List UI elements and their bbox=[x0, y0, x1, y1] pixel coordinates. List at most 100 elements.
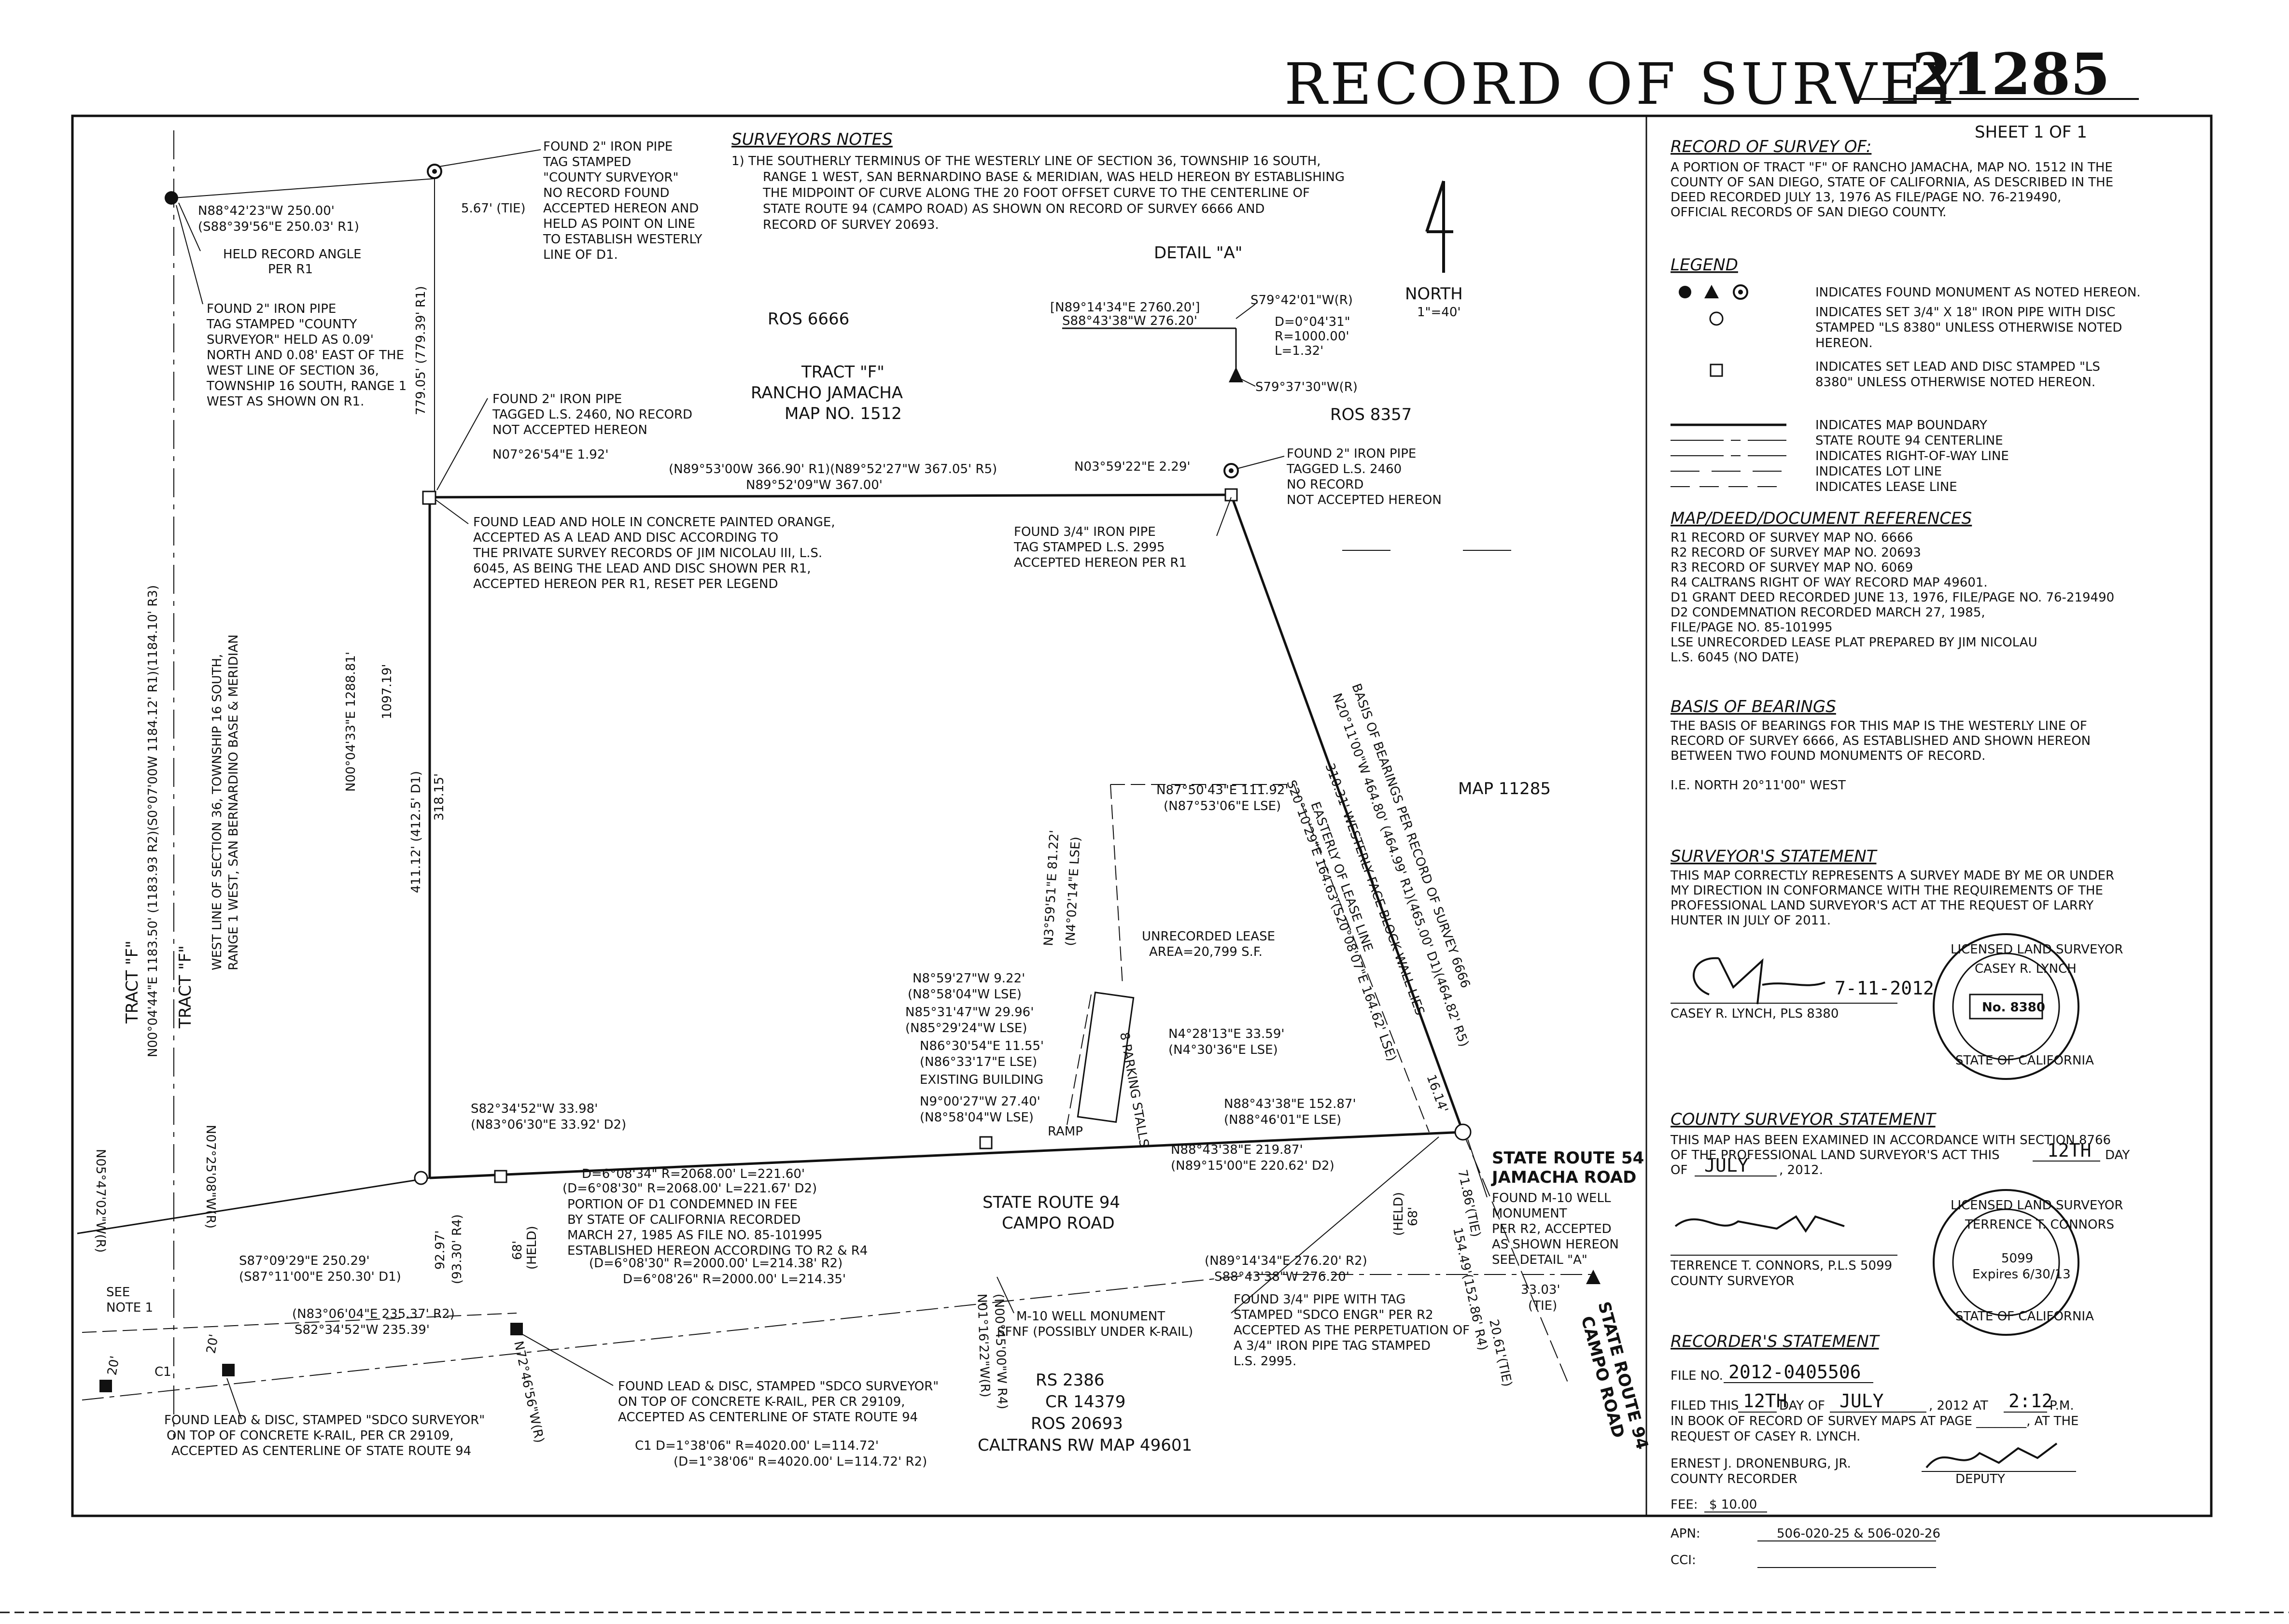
record-line: DEED RECORDED JULY 13, 1976 AS FILE/PAGE… bbox=[1671, 190, 2061, 205]
note: RAMP bbox=[1048, 1124, 1083, 1139]
note: NOT ACCEPTED HEREON bbox=[492, 423, 647, 437]
note: ACCEPTED HEREON PER R1 bbox=[1014, 556, 1187, 570]
note: FOUND 2" IRON PIPE bbox=[543, 140, 673, 154]
note: NO RECORD bbox=[1287, 477, 1363, 492]
recorder-heading: RECORDER'S STATEMENT bbox=[1671, 1332, 1880, 1351]
note: ACCEPTED HEREON AND bbox=[543, 201, 699, 216]
note: MONUMENT bbox=[1492, 1206, 1567, 1221]
note: TAG STAMPED L.S. 2995 bbox=[1013, 540, 1165, 555]
bearing: (N4°30'36"E LSE) bbox=[1168, 1043, 1278, 1057]
bearing: S87°09'29"E 250.29' bbox=[239, 1254, 370, 1268]
note: TAGGED L.S. 2460 bbox=[1286, 462, 1402, 476]
statement-line: HUNTER IN JULY OF 2011. bbox=[1671, 913, 1831, 928]
recorder-month: JULY bbox=[1840, 1390, 1884, 1412]
recorder-line: , 2012 AT bbox=[1929, 1399, 1988, 1413]
bearing: (N4°02'14"E LSE) bbox=[1063, 836, 1083, 946]
record-of-body: A PORTION OF TRACT "F" OF RANCHO JAMACHA… bbox=[1671, 160, 2113, 220]
bearing: N85°31'47"W 29.96' bbox=[905, 1005, 1034, 1020]
note: MARCH 27, 1985 AS FILE NO. 85-101995 bbox=[567, 1228, 822, 1243]
reference: D2 CONDEMNATION RECORDED MARCH 27, 1985, bbox=[1671, 605, 1985, 620]
county-statement-heading: COUNTY SURVEYOR STATEMENT bbox=[1671, 1110, 1937, 1129]
dimension: 68' bbox=[510, 1241, 525, 1260]
note: ON TOP OF CONCRETE K-RAIL, PER CR 29109, bbox=[618, 1395, 905, 1409]
note: HELD AS POINT ON LINE bbox=[543, 217, 695, 231]
bearing: N89°52'09"W 367.00' bbox=[746, 478, 883, 492]
county-statement-body: THIS MAP HAS BEEN EXAMINED IN ACCORDANCE… bbox=[1670, 1133, 2130, 1177]
record-line: A PORTION OF TRACT "F" OF RANCHO JAMACHA… bbox=[1671, 160, 2113, 175]
lease-area: AREA=20,799 S.F. bbox=[1149, 945, 1263, 959]
sr94-label: STATE ROUTE 94 bbox=[983, 1193, 1120, 1212]
surveyor-signature bbox=[1692, 957, 1826, 1005]
notes-heading: SURVEYORS NOTES bbox=[731, 130, 893, 149]
dimension: 318.15' bbox=[432, 773, 447, 821]
basis-line: BETWEEN TWO FOUND MONUMENTS OF RECORD. bbox=[1671, 749, 1985, 763]
recorder-day: 12TH bbox=[1743, 1390, 1787, 1412]
note: TAGGED L.S. 2460, NO RECORD bbox=[492, 407, 692, 422]
record-line: OFFICIAL RECORDS OF SAN DIEGO COUNTY. bbox=[1671, 205, 1946, 220]
note: M-10 WELL MONUMENT bbox=[1016, 1309, 1165, 1324]
note: LINE OF D1. bbox=[543, 248, 618, 262]
note: NOTE 1 bbox=[106, 1301, 153, 1315]
bearing: (N8°58'04"W LSE) bbox=[908, 987, 1022, 1002]
note: FOUND LEAD & DISC, STAMPED "SDCO SURVEYO… bbox=[164, 1413, 485, 1428]
basis-heading: BASIS OF BEARINGS bbox=[1671, 697, 1836, 716]
dimension: 411.12' (412.5' D1) bbox=[409, 771, 423, 893]
bearing: (N86°33'17"E LSE) bbox=[920, 1055, 1037, 1069]
note: ESTABLISHED HEREON ACCORDING TO R2 & R4 bbox=[567, 1244, 868, 1258]
set-lead-disc-icon bbox=[422, 490, 436, 505]
tract-f-right-label: TRACT "F" bbox=[176, 945, 195, 1029]
recorder-line: DAY OF bbox=[1779, 1399, 1825, 1413]
curve-data: (D=1°38'06" R=4020.00' L=114.72' R2) bbox=[674, 1455, 927, 1469]
map-frame bbox=[71, 114, 2213, 1517]
found-2460-note: FOUND 2" IRON PIPE TAGGED L.S. 2460, NO … bbox=[492, 392, 692, 437]
detail-a-label: [N89°14'34"E 2760.20'] bbox=[1050, 300, 1200, 315]
seal-expiry: Expires 6/30/13 bbox=[1972, 1267, 2071, 1282]
record-of-heading: RECORD OF SURVEY OF: bbox=[1671, 137, 1871, 156]
note: TOWNSHIP 16 SOUTH, RANGE 1 bbox=[206, 379, 407, 393]
bearing: (S87°11'00"E 250.30' D1) bbox=[239, 1270, 401, 1284]
surveyor-seal: No. 8380 LICENSED LAND SURVEYOR CASEY R.… bbox=[1933, 933, 2123, 1080]
statement-line: THIS MAP CORRECTLY REPRESENTS A SURVEY M… bbox=[1670, 868, 2114, 883]
note-line: THE MIDPOINT OF CURVE ALONG THE 20 FOOT … bbox=[762, 186, 1310, 200]
legend-label: HEREON. bbox=[1815, 336, 1873, 350]
county-title: COUNTY SURVEYOR bbox=[1671, 1274, 1795, 1288]
note: EXISTING BUILDING bbox=[920, 1073, 1043, 1087]
recorder-line: P.M. bbox=[2050, 1399, 2074, 1413]
dimension: (HELD) bbox=[1391, 1192, 1406, 1236]
recorder-body: FILE NO. 2012-0405506 FILED THIS 12TH DA… bbox=[1671, 1361, 2078, 1512]
recorder-line: FILED THIS bbox=[1671, 1399, 1739, 1413]
seal-state: STATE OF CALIFORNIA bbox=[1955, 1309, 2094, 1324]
dimension: (93.30' R4) bbox=[450, 1214, 464, 1284]
north-scale: 1"=40' bbox=[1417, 305, 1461, 320]
legend-label: INDICATES LOT LINE bbox=[1815, 464, 1942, 479]
sheet-number: SHEET 1 OF 1 bbox=[1975, 123, 2087, 142]
portion-note: PORTION OF D1 CONDEMNED IN FEE BY STATE … bbox=[567, 1197, 868, 1258]
surveyor-signer: CASEY R. LYNCH, PLS 8380 bbox=[1671, 1007, 1839, 1021]
county-seal: 5099 Expires 6/30/13 LICENSED LAND SURVE… bbox=[1933, 1189, 2123, 1336]
recorder-time: 2:12 bbox=[2008, 1390, 2053, 1412]
dimension: 20.61'(TIE) bbox=[1486, 1318, 1515, 1388]
set-iron-pipe-icon bbox=[1709, 311, 1724, 326]
note: ACCEPTED AS CENTERLINE OF STATE ROUTE 94 bbox=[618, 1410, 918, 1425]
leader-lines bbox=[176, 149, 1488, 1420]
tract-f-label: TRACT "F" bbox=[801, 363, 885, 382]
recorder-signature bbox=[1925, 1442, 2058, 1469]
legend-heading: LEGEND bbox=[1671, 255, 1738, 275]
basis-line: RECORD OF SURVEY 6666, AS ESTABLISHED AN… bbox=[1671, 734, 2091, 748]
record-line: COUNTY OF SAN DIEGO, STATE OF CALIFORNIA… bbox=[1671, 175, 2113, 190]
bearing: N3°59'51"E 81.22' bbox=[1041, 830, 1062, 947]
rs-2386-label: RS 2386 bbox=[1036, 1371, 1105, 1390]
reference: D1 GRANT DEED RECORDED JUNE 13, 1976, FI… bbox=[1671, 590, 2114, 605]
found-monument-icon bbox=[165, 191, 178, 205]
bearing: (N00°45'00"W R4) bbox=[991, 1293, 1010, 1410]
rancho-jamacha-label: RANCHO JAMACHA bbox=[751, 383, 903, 403]
note: NORTH AND 0.08' EAST OF THE bbox=[207, 348, 404, 363]
reference: R1 RECORD OF SURVEY MAP NO. 6666 bbox=[1671, 531, 1913, 545]
north-arrow-icon bbox=[1425, 181, 1453, 273]
existing-building: 8 PARKING STALLS bbox=[1077, 992, 1151, 1148]
bearing: N88°43'38"E 219.87' bbox=[1171, 1143, 1303, 1157]
curve-data: (D=6°08'30" R=2068.00' L=221.67' D2) bbox=[562, 1181, 817, 1196]
note: PER R1 bbox=[268, 262, 313, 277]
note: FOUND 3/4" PIPE WITH TAG bbox=[1234, 1292, 1405, 1307]
